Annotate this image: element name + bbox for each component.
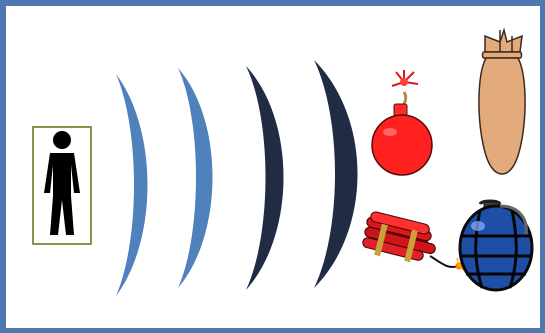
hand-grenade-icon	[460, 201, 532, 290]
round-bomb-icon	[372, 70, 432, 175]
shield-layer-4	[314, 60, 358, 288]
person-figure	[33, 127, 91, 244]
shield-layer-1	[116, 74, 148, 296]
aerial-bomb-icon	[479, 30, 525, 174]
shield-layer-3	[246, 66, 284, 290]
dynamite-bundle-icon	[362, 211, 466, 271]
shield-layer-2	[178, 68, 213, 288]
